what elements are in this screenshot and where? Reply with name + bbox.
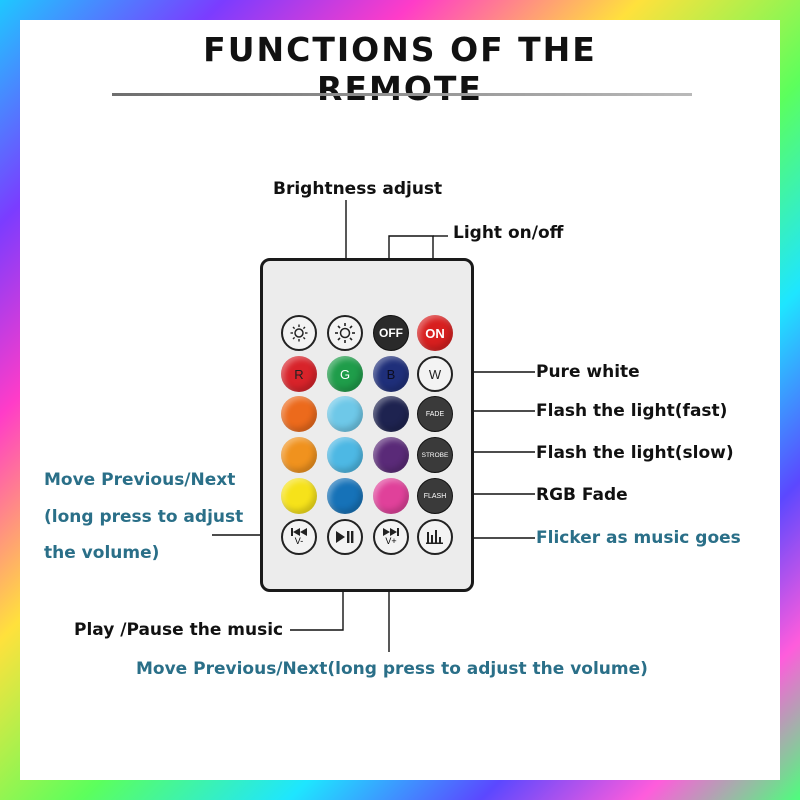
play-pause-icon [336,531,354,543]
label-flicker: Flicker as music goes [536,528,741,548]
remote-control: OFF ON R G B W FADE STROBE FLASH [260,258,474,592]
sun-large-icon [335,323,355,343]
green-button[interactable]: G [327,356,363,392]
color-pink-button[interactable] [373,478,409,514]
title-underline [112,93,692,96]
flash-button[interactable]: FLASH [417,478,453,514]
label-flash-fast: Flash the light(fast) [536,401,728,421]
label-brightness-adjust: Brightness adjust [273,179,443,199]
fade-button-label: FADE [425,410,445,418]
sun-small-icon [290,324,308,342]
skip-back-icon [291,528,307,536]
label-light-onoff: Light on/off [453,223,564,243]
fade-button[interactable]: FADE [417,396,453,432]
on-button[interactable]: ON [417,315,453,351]
next-button[interactable]: V+ [373,519,409,555]
strobe-button-label: STROBE [421,451,449,459]
brightness-up-button[interactable] [327,315,363,351]
color-ocean-button[interactable] [327,478,363,514]
volume-up-label: V+ [385,536,397,546]
red-button-label: R [294,366,304,382]
color-sky-button[interactable] [327,396,363,432]
previous-button[interactable]: V- [281,519,317,555]
label-prev-next-line-3: the volume) [44,543,160,563]
color-yellow-button[interactable] [281,478,317,514]
music-mode-button[interactable] [417,519,453,555]
label-prev-next-bottom: Move Previous/Next(long press to adjust … [136,659,648,679]
label-rgb-fade: RGB Fade [536,485,628,505]
red-button[interactable]: R [281,356,317,392]
blue-button[interactable]: B [373,356,409,392]
play-pause-button[interactable] [327,519,363,555]
label-prev-next-line-1: Move Previous/Next [44,470,236,490]
flash-button-label: FLASH [423,492,447,500]
color-navy-button[interactable] [373,396,409,432]
color-orange-dark-button[interactable] [281,396,317,432]
strobe-button[interactable]: STROBE [417,437,453,473]
label-flash-slow: Flash the light(slow) [536,443,734,463]
color-orange-button[interactable] [281,437,317,473]
on-button-label: ON [425,325,445,341]
color-purple-button[interactable] [373,437,409,473]
blue-button-label: B [386,366,396,382]
label-play-pause: Play /Pause the music [74,620,284,640]
off-button[interactable]: OFF [373,315,409,351]
label-pure-white: Pure white [536,362,640,382]
volume-down-label: V- [294,536,304,546]
white-button[interactable]: W [417,356,453,392]
label-prev-next-line-2: (long press to adjust [44,507,244,527]
brightness-down-button[interactable] [281,315,317,351]
green-button-label: G [339,366,351,382]
skip-forward-icon [383,528,399,536]
white-button-label: W [428,366,442,382]
page-title: FUNCTIONS OF THE REMOTE [203,30,597,108]
equalizer-icon [426,530,443,544]
off-button-label: OFF [379,326,403,340]
color-cyan-button[interactable] [327,437,363,473]
